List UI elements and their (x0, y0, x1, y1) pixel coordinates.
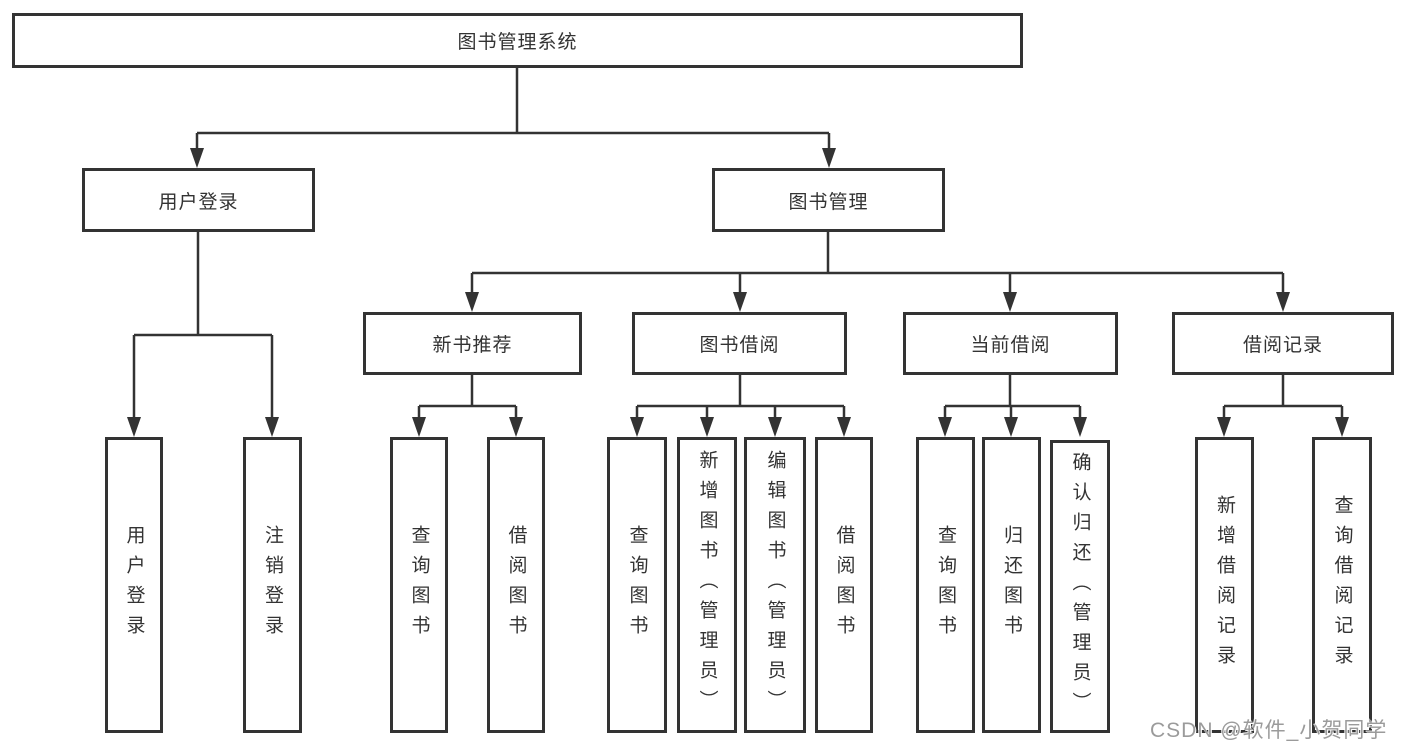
node-new-book-recommend: 新书推荐 (363, 312, 582, 375)
connector-strokes (132, 68, 1344, 420)
leaf-br-add-borrow-record: 新增借阅记录 (1195, 437, 1254, 733)
node-user-login: 用户登录 (82, 168, 315, 232)
leaf-cb-return-books: 归还图书 (982, 437, 1041, 733)
leaf-bb-edit-books-admin: 编辑图书（管理员） (744, 437, 806, 733)
leaf-bb-add-books-admin: 新增图书（管理员） (677, 437, 737, 733)
leaf-bb-query-books: 查询图书 (607, 437, 667, 733)
arrowheads (127, 148, 1349, 437)
node-root-library-system: 图书管理系统 (12, 13, 1023, 68)
leaf-cb-query-books: 查询图书 (916, 437, 975, 733)
node-book-management: 图书管理 (712, 168, 945, 232)
leaf-br-query-borrow-record: 查询借阅记录 (1312, 437, 1372, 733)
node-book-borrow: 图书借阅 (632, 312, 847, 375)
node-borrow-records: 借阅记录 (1172, 312, 1394, 375)
leaf-user-login: 用户登录 (105, 437, 163, 733)
watermark: CSDN @软件_小贺同学 (1150, 719, 1388, 742)
node-current-borrow: 当前借阅 (903, 312, 1118, 375)
leaf-nbr-borrow-books: 借阅图书 (487, 437, 545, 733)
leaf-cb-confirm-return-admin: 确认归还（管理员） (1050, 440, 1110, 733)
leaf-logout-login: 注销登录 (243, 437, 302, 733)
leaf-nbr-query-books: 查询图书 (390, 437, 448, 733)
leaf-bb-borrow-books: 借阅图书 (815, 437, 873, 733)
